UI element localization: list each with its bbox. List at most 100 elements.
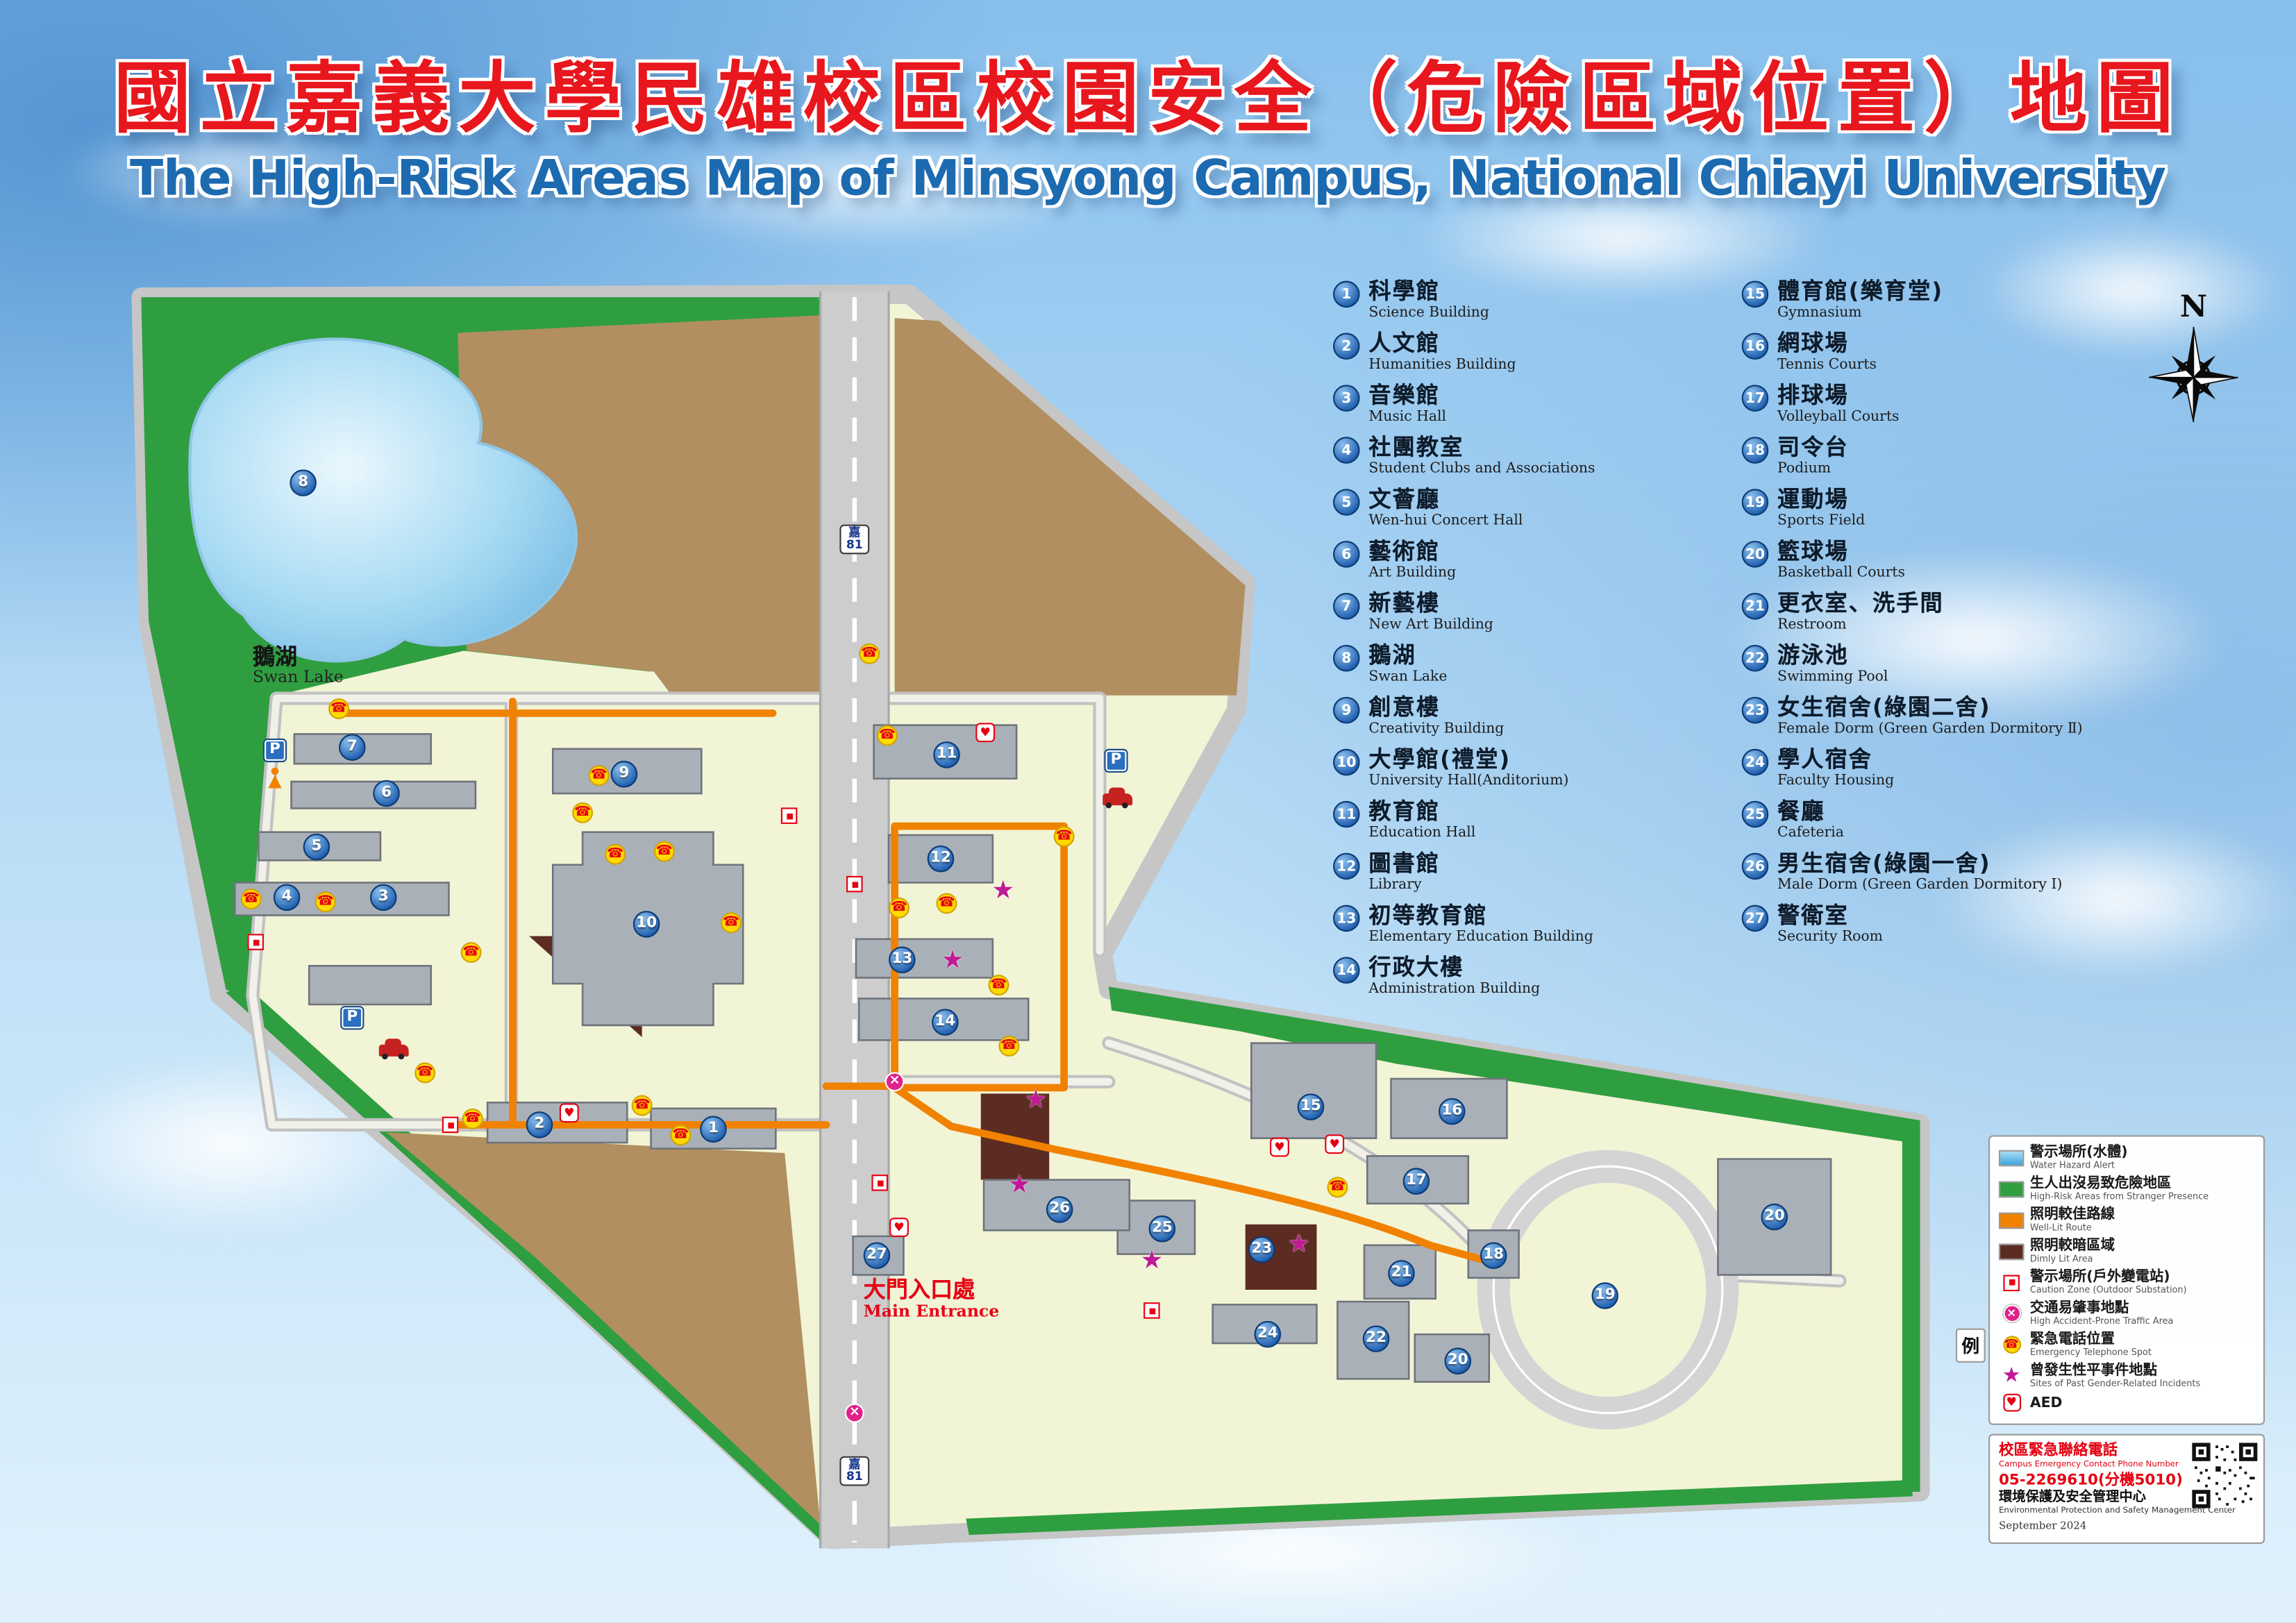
- location-number-badge: 12: [1333, 852, 1360, 880]
- legend-item-en: High-Risk Areas from Stranger Presence: [2029, 1191, 2209, 1202]
- brown-areas: [386, 314, 1246, 1525]
- location-number-badge: 19: [1741, 489, 1769, 516]
- location-name-en: Restroom: [1777, 616, 1847, 633]
- legend-item-en: Caution Zone (Outdoor Substation): [2029, 1285, 2187, 1296]
- location-name-zh: 大學館(禮堂): [1368, 746, 1511, 773]
- location-number-badge: 23: [1741, 696, 1769, 724]
- location-number-badge: 7: [1333, 593, 1360, 620]
- location-name-zh: 創意樓: [1368, 693, 1441, 721]
- legend-item: 警示場所(水體)Water Hazard Alert: [1998, 1144, 2254, 1171]
- legend-item: ♥AED: [1999, 1393, 2254, 1412]
- legend-item: 警示場所(戶外變電站)Caution Zone (Outdoor Substat…: [1999, 1269, 2254, 1296]
- location-name-en: University Hall(Anditorium): [1368, 773, 1569, 789]
- location-number-badge: 20: [1741, 541, 1769, 568]
- legend-item-zh: 警示場所(水體): [2029, 1144, 2128, 1161]
- legend-maroon-icon: [1998, 1243, 2025, 1260]
- location-number-badge: 27: [1741, 905, 1769, 932]
- location-name-en: Student Clubs and Associations: [1368, 460, 1595, 478]
- legend-item-en: Sites of Past Gender-Related Incidents: [2029, 1379, 2201, 1390]
- location-number-badge: 9: [1333, 696, 1360, 724]
- location-name-zh: 學人宿舍: [1777, 746, 1873, 773]
- location-name-en: Gymnasium: [1777, 304, 1862, 321]
- location-name-zh: 警衛室: [1777, 902, 1849, 929]
- location-name-en: Science Building: [1368, 304, 1489, 321]
- legend-item-zh: 曾發生性平事件地點: [2029, 1362, 2157, 1379]
- contact-org-en: Environmental Protection and Safety Mana…: [1998, 1506, 2236, 1516]
- location-number-badge: 16: [1741, 333, 1769, 360]
- location-number-badge: 11: [1333, 800, 1360, 828]
- location-name-en: Cafeteria: [1777, 824, 1844, 841]
- location-name-zh: 司令台: [1777, 434, 1849, 461]
- location-number-badge: 25: [1741, 800, 1769, 828]
- emergency-contact-box: 校區緊急聯絡電話 Campus Emergency Contact Phone …: [1988, 1433, 2265, 1544]
- location-name-zh: 人文館: [1368, 330, 1441, 357]
- legend-item-en: Well-Lit Route: [2029, 1222, 2092, 1234]
- contact-title-zh: 校區緊急聯絡電話: [1998, 1443, 2118, 1459]
- location-number-badge: 26: [1741, 852, 1769, 880]
- legend-item-zh: 交通易肇事地點: [2029, 1300, 2129, 1317]
- location-entry-10: 10 大學館(禮堂)University Hall(Anditorium): [1333, 746, 1737, 789]
- swan-lake-label: 鵝湖 Swan Lake: [253, 645, 344, 687]
- location-number-badge: 17: [1741, 385, 1769, 412]
- cloud: [59, 119, 387, 224]
- location-name-zh: 排球場: [1777, 382, 1849, 409]
- location-name-zh: 科學館: [1368, 278, 1441, 305]
- legend-item-zh: 緊急電話位置: [2029, 1331, 2115, 1348]
- page-title-zh: 國立嘉義大學民雄校區校園安全（危險區域位置）地圖: [113, 55, 2183, 144]
- location-name-en: Basketball Courts: [1777, 564, 1905, 581]
- location-name-en: Administration Building: [1368, 980, 1541, 998]
- contact-org-zh: 環境保護及安全管理中心: [1998, 1490, 2146, 1506]
- main-road: [819, 291, 890, 1549]
- running-track: [1477, 1150, 1739, 1430]
- location-name-zh: 鵝湖: [1368, 641, 1416, 669]
- location-name-en: Swimming Pool: [1777, 668, 1888, 685]
- well-lit-routes: [337, 697, 1499, 1267]
- legend-star-icon: ★: [2002, 1363, 2021, 1388]
- location-number-badge: 10: [1333, 748, 1360, 776]
- location-name-en: Female Dorm (Green Garden Dormitory Ⅱ): [1777, 721, 2083, 737]
- swan-lake-label-zh: 鵝湖: [252, 643, 298, 671]
- main-entrance-label-en: Main Entrance: [863, 1302, 1000, 1321]
- compass-north-label: N: [2179, 288, 2207, 324]
- legend-item-zh: AED: [2029, 1394, 2063, 1411]
- location-number-badge: 1: [1333, 280, 1360, 308]
- location-name-zh: 音樂館: [1368, 382, 1441, 409]
- cloud: [1932, 817, 2296, 981]
- location-name-zh: 藝術館: [1368, 537, 1441, 565]
- location-name-zh: 社團教室: [1368, 434, 1464, 461]
- location-name-en: Security Room: [1777, 928, 1883, 945]
- location-name-zh: 教育館: [1368, 798, 1441, 825]
- location-number-badge: 4: [1333, 437, 1360, 464]
- cloud: [1723, 549, 2229, 728]
- legend-water-icon: [1998, 1149, 2025, 1166]
- location-name-zh: 新藝樓: [1368, 589, 1441, 617]
- contact-title-en: Campus Emergency Contact Phone Number: [1998, 1461, 2179, 1470]
- location-name-en: New Art Building: [1368, 616, 1493, 633]
- legend-item-en: Emergency Telephone Spot: [2029, 1347, 2152, 1359]
- location-name-zh: 行政大樓: [1368, 954, 1464, 981]
- location-number-badge: 5: [1333, 489, 1360, 516]
- location-name-en: Podium: [1777, 460, 1832, 478]
- location-name-en: Music Hall: [1368, 408, 1446, 426]
